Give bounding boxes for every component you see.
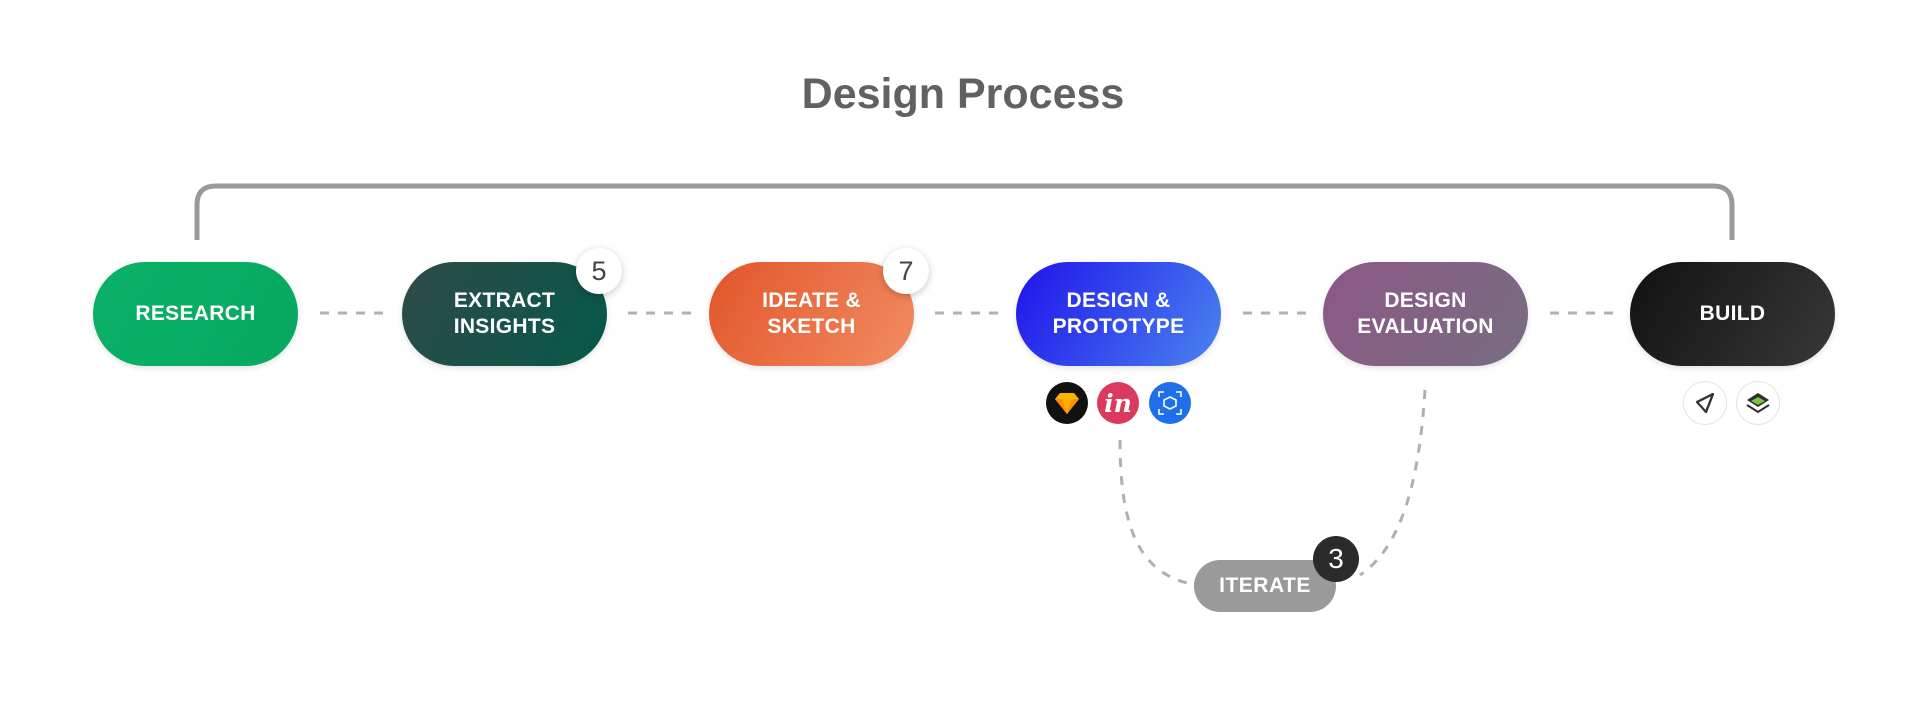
step-3: IDEATE & SKETCH xyxy=(709,262,914,366)
sketch-icon xyxy=(1046,382,1088,424)
iterate-loop-left xyxy=(1118,439,1197,587)
step-1: RESEARCH xyxy=(93,262,298,366)
layers-icon xyxy=(1736,381,1780,425)
step-4: DESIGN & PROTOTYPE xyxy=(1016,262,1221,366)
step-5: DESIGN EVALUATION xyxy=(1323,262,1528,366)
page-title: Design Process xyxy=(801,70,1125,118)
step-2: EXTRACT INSIGHTS xyxy=(402,262,607,366)
iterate-count-badge: 3 xyxy=(1313,536,1359,582)
feedback-bracket xyxy=(194,183,1735,240)
unity-icon xyxy=(1683,381,1727,425)
invision-icon: in xyxy=(1097,382,1139,424)
iterate-pill: ITERATE xyxy=(1194,560,1336,612)
iterate-loop-right xyxy=(1359,389,1427,577)
step-count-badge: 5 xyxy=(576,248,622,294)
step-6: BUILD xyxy=(1630,262,1835,366)
step-count-badge: 7 xyxy=(883,248,929,294)
framer-icon xyxy=(1149,382,1191,424)
